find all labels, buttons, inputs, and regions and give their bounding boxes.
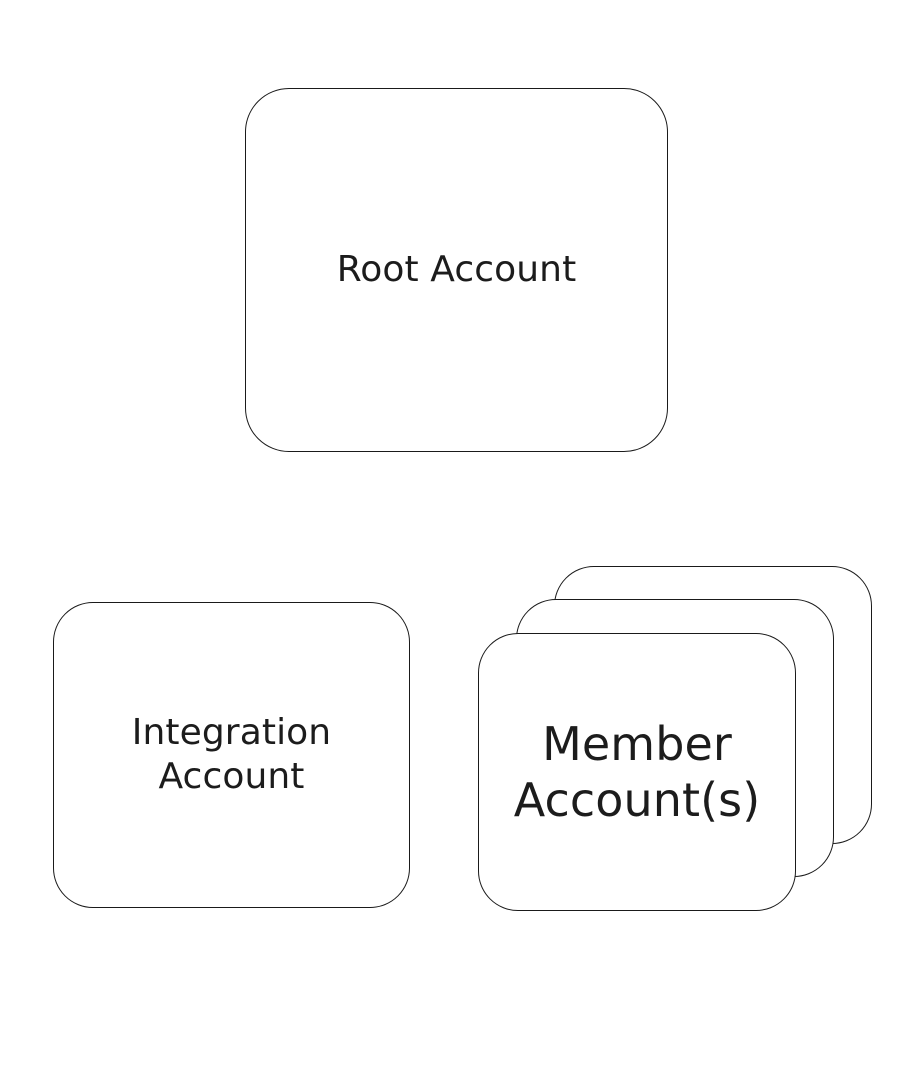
- node-integration-account-label: Integration Account: [131, 712, 332, 797]
- node-root-account-label: Root Account: [336, 249, 577, 291]
- node-member-accounts-label: Member Account(s): [513, 716, 761, 827]
- node-root-account[interactable]: Root Account: [245, 88, 668, 452]
- member-account-stack-card-front[interactable]: Member Account(s): [478, 633, 796, 911]
- node-member-accounts[interactable]: Member Account(s): [478, 566, 878, 916]
- node-integration-account[interactable]: Integration Account: [53, 602, 410, 908]
